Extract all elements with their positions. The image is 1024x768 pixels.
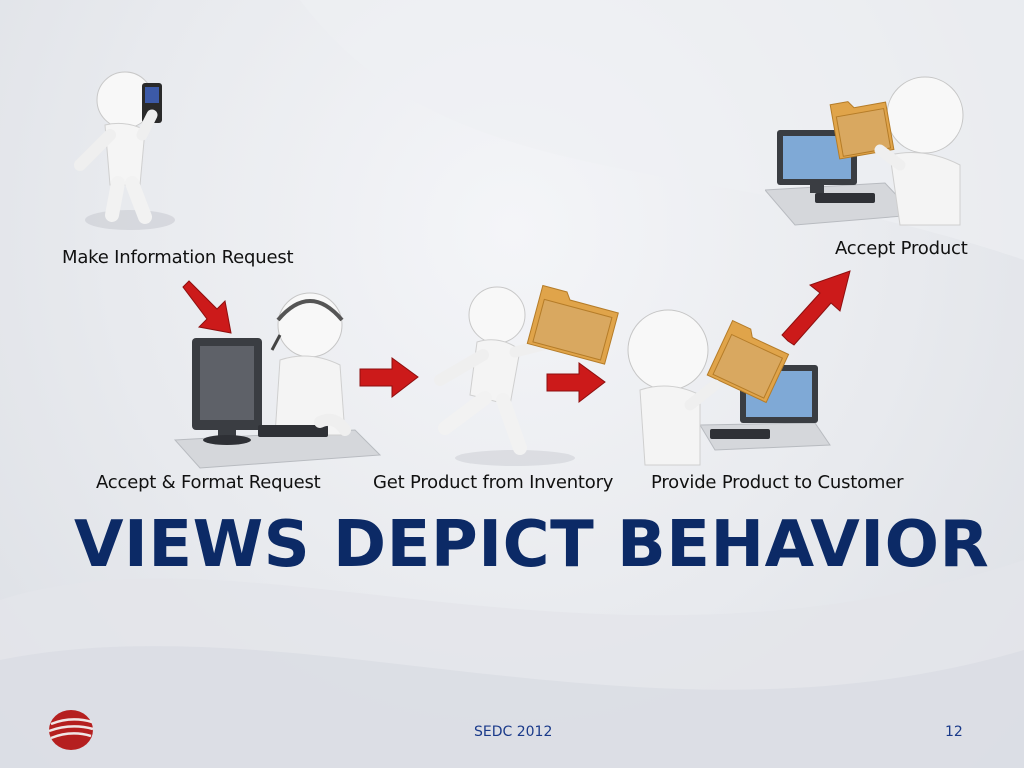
label-accept-product: Accept Product [835, 238, 968, 259]
red-arrow-up-right [781, 270, 851, 346]
red-arrow-down-right [182, 280, 232, 334]
red-arrow-right-1 [359, 357, 419, 399]
phone-caller-figure [74, 71, 175, 230]
label-make-information-request: Make Information Request [62, 247, 294, 268]
page-number: 12 [945, 724, 963, 740]
label-provide-product-to-customer: Provide Product to Customer [651, 472, 904, 493]
running-figure-with-folder [434, 284, 619, 466]
customer-receiving-folder [765, 76, 964, 226]
call-center-operator-figure [173, 292, 382, 469]
figure-handing-folder [627, 309, 831, 466]
slide-title: VIEWS DEPICT BEHAVIOR [74, 508, 990, 582]
label-get-product-from-inventory: Get Product from Inventory [373, 472, 614, 493]
red-arrow-right-2 [546, 362, 606, 404]
label-accept-format-request: Accept & Format Request [96, 472, 321, 493]
footer-center: SEDC 2012 [474, 724, 553, 740]
company-logo [48, 710, 94, 750]
